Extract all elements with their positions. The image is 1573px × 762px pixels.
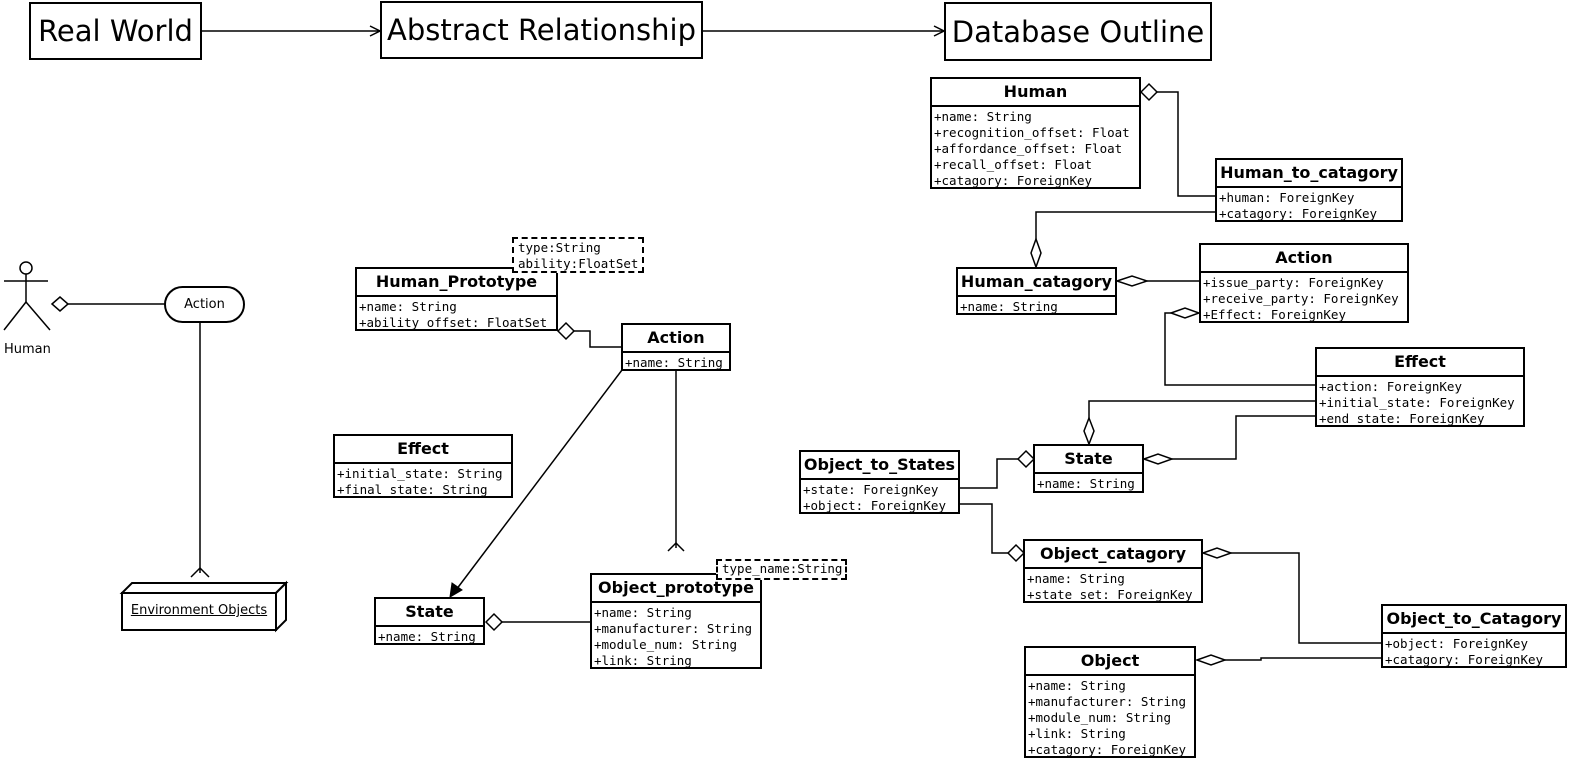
class-attribute: +name: String [1027, 571, 1125, 586]
class-attribute: +manufacturer: String [594, 621, 753, 636]
class-attributes: +issue_party: ForeignKey +receive_party:… [1201, 273, 1407, 325]
class-human-catagory: Human_catagory +name: String [956, 267, 1117, 315]
class-attribute: +recognition_offset: Float [934, 125, 1130, 140]
class-attribute: +catagory: ForeignKey [1219, 206, 1378, 221]
class-attribute: +name: String [378, 629, 476, 644]
class-attribute: +name: String [594, 605, 692, 620]
class-attribute: +name: String [359, 299, 457, 314]
environment-objects-node [119, 580, 289, 633]
class-attribute: +state: ForeignKey [803, 482, 939, 497]
class-attributes: +action: ForeignKey +initial_state: Fore… [1317, 377, 1523, 429]
class-attribute: +receive_party: ForeignKey [1203, 291, 1399, 306]
class-object-to-states: Object_to_States +state: ForeignKey +obj… [799, 450, 960, 514]
class-effect-abstract: Effect +initial_state: String +final_sta… [333, 434, 513, 498]
class-attributes: +human: ForeignKey +catagory: ForeignKey [1217, 188, 1401, 224]
header-real-world: Real World [29, 2, 202, 60]
note-line: type_name:String [722, 561, 843, 576]
class-title: Action [1201, 245, 1407, 273]
class-title: Object_catagory [1025, 541, 1201, 569]
class-attribute: +catagory: ForeignKey [1028, 742, 1187, 757]
class-attributes: +name: String [376, 627, 483, 647]
header-abstract-relationship: Abstract Relationship [380, 1, 703, 59]
class-effect-db: Effect +action: ForeignKey +initial_stat… [1315, 347, 1525, 427]
class-attribute: +name: String [1037, 476, 1135, 491]
class-attribute: +link: String [594, 653, 692, 668]
class-title: Effect [1317, 349, 1523, 377]
class-attributes: +name: String +ability_offset: FloatSet [357, 297, 556, 333]
class-title: Object_to_States [801, 452, 958, 480]
class-human-prototype: Human_Prototype +name: String +ability_o… [355, 267, 558, 331]
class-attributes: +name: String [623, 353, 729, 373]
class-state-abstract: State +name: String [374, 597, 485, 645]
class-attribute: +module_num: String [1028, 710, 1171, 725]
note-human-prototype-types: type:String ability:FloatSet [512, 237, 644, 273]
class-attribute: +ability_offset: FloatSet [359, 315, 548, 330]
class-title: State [1035, 446, 1142, 474]
class-attribute: +end_state: ForeignKey [1319, 411, 1485, 426]
usecase-action: Action [164, 286, 245, 323]
class-human-db: Human +name: String +recognition_offset:… [930, 77, 1141, 189]
class-state-db: State +name: String [1033, 444, 1144, 493]
class-attribute: +catagory: ForeignKey [934, 173, 1093, 188]
class-title: Human [932, 79, 1139, 107]
class-title: Object_to_Catagory [1383, 606, 1565, 634]
class-title: Human_to_catagory [1217, 160, 1401, 188]
class-attribute: +action: ForeignKey [1319, 379, 1462, 394]
note-object-prototype-type: type_name:String [716, 559, 847, 580]
class-title: Human_catagory [958, 269, 1115, 297]
note-line: ability:FloatSet [518, 256, 639, 271]
class-attribute: +affordance_offset: Float [934, 141, 1123, 156]
class-attribute: +initial_state: ForeignKey [1319, 395, 1515, 410]
actor-human-figure [3, 261, 51, 331]
class-attributes: +name: String [958, 297, 1115, 317]
class-object-prototype: Object_prototype +name: String +manufact… [590, 573, 762, 669]
class-attribute: +link: String [1028, 726, 1126, 741]
aggregation-diamond [50, 296, 70, 312]
class-attributes: +initial_state: String +final_state: Str… [335, 464, 511, 500]
note-line: type:String [518, 240, 601, 255]
class-attribute: +state_set: ForeignKey [1027, 587, 1193, 602]
class-attributes: +name: String +recognition_offset: Float… [932, 107, 1139, 191]
class-title: Effect [335, 436, 511, 464]
class-attributes: +name: String +manufacturer: String +mod… [1026, 676, 1194, 760]
class-human-to-catagory: Human_to_catagory +human: ForeignKey +ca… [1215, 158, 1403, 222]
class-attributes: +name: String +manufacturer: String +mod… [592, 603, 760, 671]
class-object-to-catagory: Object_to_Catagory +object: ForeignKey +… [1381, 604, 1567, 668]
class-title: Action [623, 325, 729, 353]
class-attribute: +recall_offset: Float [934, 157, 1093, 172]
header-database-outline: Database Outline [944, 2, 1212, 61]
class-attributes: +name: String +state_set: ForeignKey [1025, 569, 1201, 605]
class-attribute: +object: ForeignKey [1385, 636, 1528, 651]
class-attributes: +object: ForeignKey +catagory: ForeignKe… [1383, 634, 1565, 670]
class-attribute: +name: String [934, 109, 1032, 124]
class-attribute: +final_state: String [337, 482, 488, 497]
environment-objects-label: Environment Objects [130, 603, 268, 618]
class-action-db: Action +issue_party: ForeignKey +receive… [1199, 243, 1409, 323]
class-attribute: +name: String [1028, 678, 1126, 693]
class-object-db: Object +name: String +manufacturer: Stri… [1024, 646, 1196, 758]
class-attributes: +state: ForeignKey +object: ForeignKey [801, 480, 958, 516]
class-action-abstract: Action +name: String [621, 323, 731, 371]
class-attribute: +issue_party: ForeignKey [1203, 275, 1384, 290]
class-attribute: +name: String [625, 355, 723, 370]
class-attribute: +object: ForeignKey [803, 498, 946, 513]
class-title: State [376, 599, 483, 627]
class-attributes: +name: String [1035, 474, 1142, 494]
class-attribute: +initial_state: String [337, 466, 503, 481]
class-title: Human_Prototype [357, 269, 556, 297]
class-attribute: +Effect: ForeignKey [1203, 307, 1346, 322]
class-title: Object_prototype [592, 575, 760, 603]
class-attribute: +module_num: String [594, 637, 737, 652]
class-attribute: +human: ForeignKey [1219, 190, 1355, 205]
class-attribute: +catagory: ForeignKey [1385, 652, 1544, 667]
class-object-catagory: Object_catagory +name: String +state_set… [1023, 539, 1203, 603]
class-title: Object [1026, 648, 1194, 676]
actor-human-label: Human [4, 342, 51, 357]
class-attribute: +name: String [960, 299, 1058, 314]
class-attribute: +manufacturer: String [1028, 694, 1187, 709]
